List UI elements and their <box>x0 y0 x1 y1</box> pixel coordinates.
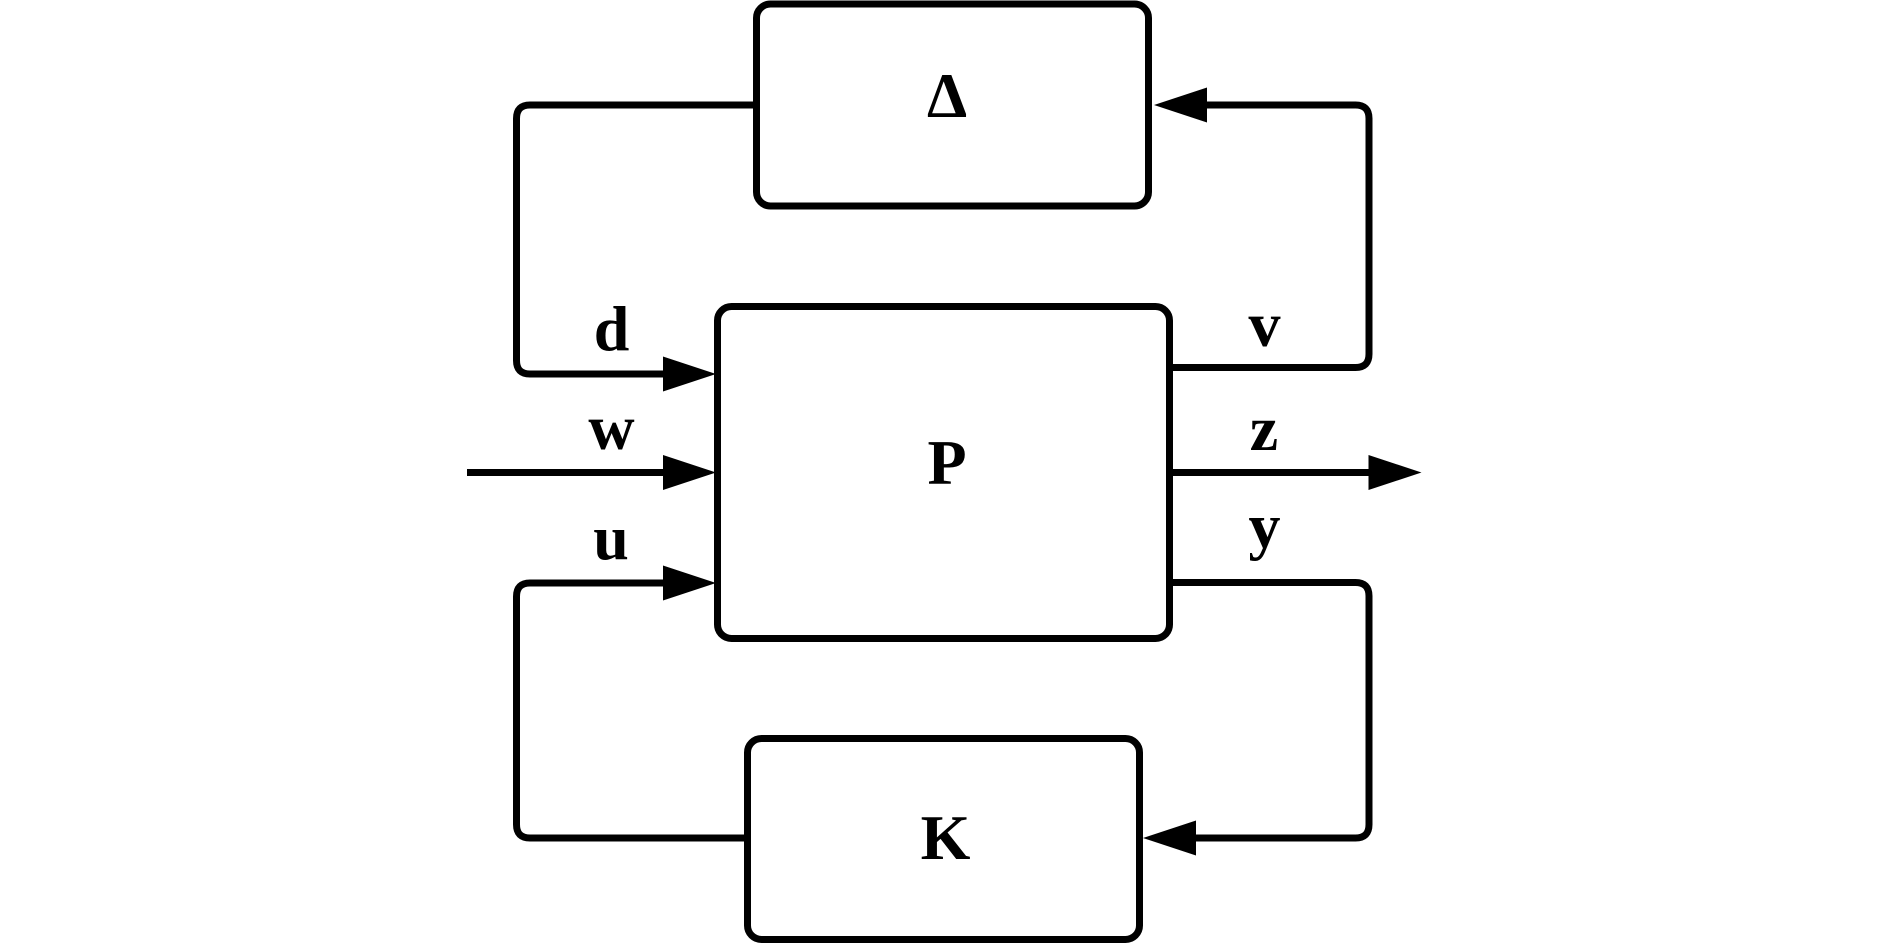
svg-text:K: K <box>921 802 971 873</box>
svg-text:Δ: Δ <box>927 60 967 131</box>
svg-text:z: z <box>1250 393 1278 464</box>
svg-text:d: d <box>594 293 630 364</box>
svg-text:y: y <box>1249 491 1281 562</box>
svg-text:P: P <box>927 427 966 498</box>
svg-text:v: v <box>1249 289 1281 360</box>
svg-text:u: u <box>593 502 629 573</box>
svg-text:w: w <box>588 392 634 463</box>
